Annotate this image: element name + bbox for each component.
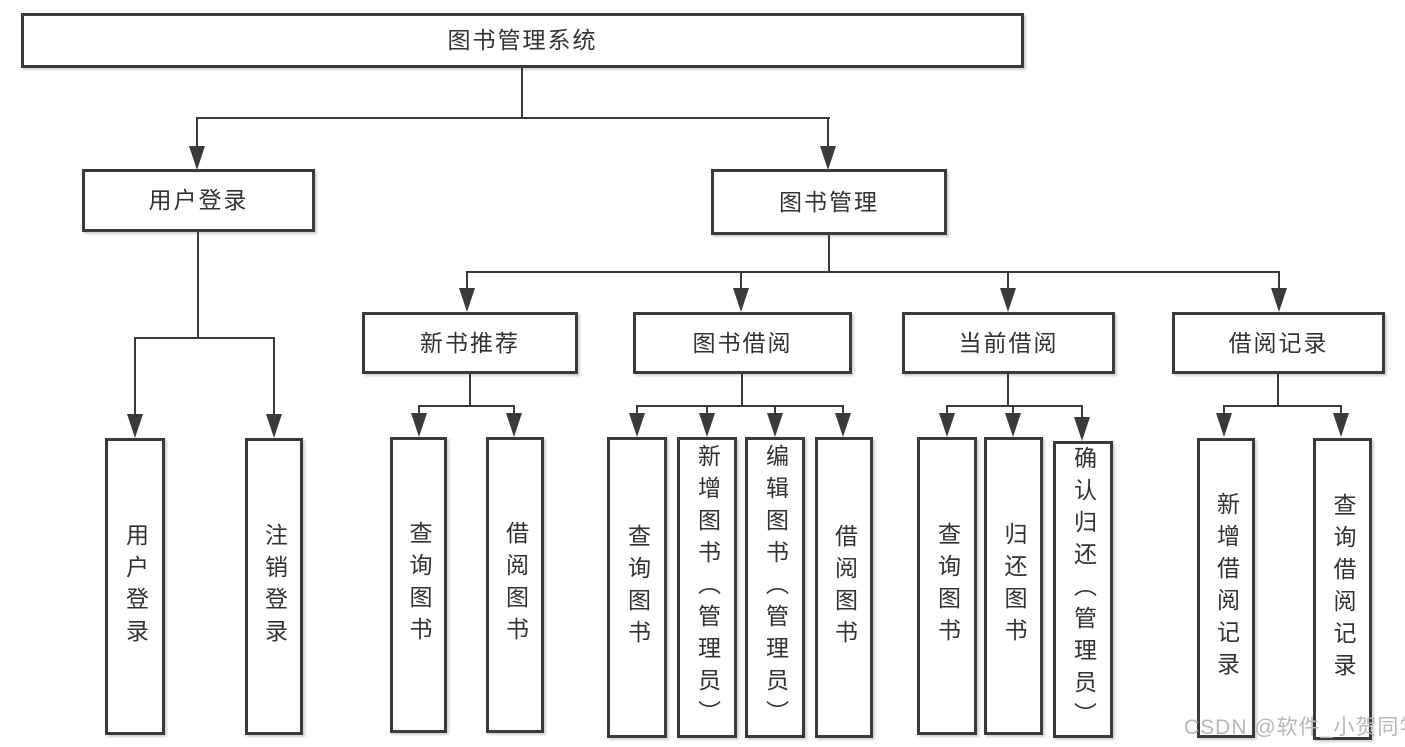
leaf-query-borrow-record: 查询借阅记录 bbox=[1313, 438, 1372, 740]
arrowhead-down bbox=[699, 413, 715, 437]
node-label: 查询图书 bbox=[406, 521, 432, 649]
node-borrow-records: 借阅记录 bbox=[1172, 312, 1385, 374]
arrowhead-down bbox=[189, 146, 205, 170]
connector-line bbox=[134, 337, 136, 416]
arrowhead-down bbox=[1005, 413, 1021, 437]
node-label: 用户登录 bbox=[148, 187, 249, 213]
node-label: 当前借阅 bbox=[958, 329, 1059, 356]
arrowhead-down bbox=[506, 413, 522, 437]
node-current-borrow: 当前借阅 bbox=[902, 312, 1115, 374]
connector-line bbox=[740, 271, 742, 288]
node-label: 借阅图书 bbox=[831, 523, 858, 652]
connector-line bbox=[827, 117, 829, 149]
node-label: 用户登录 bbox=[122, 522, 149, 651]
node-label: 查询借阅记录 bbox=[1330, 493, 1356, 685]
node-new-book-recommend: 新书推荐 bbox=[362, 312, 578, 374]
node-label: 借阅图书 bbox=[502, 521, 529, 649]
node-label: 新增借阅记录 bbox=[1213, 492, 1240, 684]
connector-line bbox=[273, 337, 275, 416]
node-label: 图书管理系统 bbox=[447, 27, 598, 53]
connector-line bbox=[197, 232, 199, 337]
connector-line bbox=[466, 271, 468, 288]
node-label: 图书管理 bbox=[779, 188, 879, 215]
node-label: 查询图书 bbox=[624, 523, 651, 652]
leaf-query-books-borrow: 查询图书 bbox=[607, 437, 667, 738]
connector-line bbox=[134, 337, 275, 339]
connector-line bbox=[418, 405, 420, 415]
arrowhead-down bbox=[459, 288, 475, 312]
leaf-return-books: 归还图书 bbox=[984, 437, 1043, 735]
connector-line bbox=[1081, 405, 1083, 419]
connector-line bbox=[946, 405, 1083, 407]
leaf-edit-books-admin: 编辑图书（管理员） bbox=[745, 437, 805, 738]
node-label: 图书借阅 bbox=[692, 329, 793, 356]
leaf-add-books-admin: 新增图书（管理员） bbox=[677, 437, 737, 738]
connector-line bbox=[1012, 405, 1014, 415]
connector-line bbox=[513, 405, 515, 415]
connector-line bbox=[1007, 271, 1009, 288]
arrowhead-down bbox=[939, 413, 955, 437]
connector-line bbox=[1007, 374, 1009, 405]
node-label: 归还图书 bbox=[1001, 522, 1027, 650]
leaf-add-borrow-record: 新增借阅记录 bbox=[1197, 438, 1255, 738]
connector-line bbox=[1340, 405, 1342, 415]
connector-line bbox=[1223, 405, 1342, 407]
arrowhead-down bbox=[1271, 288, 1287, 312]
connector-line bbox=[636, 405, 844, 407]
connector-line bbox=[636, 405, 638, 415]
connector-line bbox=[521, 68, 523, 117]
node-label: 新书推荐 bbox=[420, 329, 520, 356]
arrowhead-down bbox=[820, 146, 836, 170]
connector-line bbox=[741, 374, 743, 405]
connector-line bbox=[466, 271, 1280, 273]
leaf-query-books-current: 查询图书 bbox=[917, 437, 977, 735]
connector-line bbox=[1223, 405, 1225, 415]
connector-line bbox=[774, 405, 776, 415]
connector-line bbox=[196, 117, 198, 149]
arrowhead-down bbox=[127, 414, 143, 438]
node-label: 查询图书 bbox=[934, 522, 961, 650]
node-book-borrow: 图书借阅 bbox=[633, 312, 852, 374]
arrowhead-down bbox=[1333, 413, 1349, 437]
arrowhead-down bbox=[767, 413, 783, 437]
node-root-system: 图书管理系统 bbox=[21, 13, 1024, 68]
connector-line bbox=[1278, 271, 1280, 288]
node-label: 注销登录 bbox=[261, 522, 288, 651]
arrowhead-down bbox=[266, 414, 282, 438]
arrowhead-down bbox=[835, 413, 851, 437]
arrowhead-down bbox=[629, 413, 645, 437]
node-book-management: 图书管理 bbox=[711, 169, 947, 235]
leaf-user-login: 用户登录 bbox=[105, 438, 165, 735]
connector-line bbox=[196, 117, 830, 119]
node-label: 编辑图书（管理员） bbox=[762, 443, 789, 732]
connector-line bbox=[828, 235, 830, 271]
connector-line bbox=[946, 405, 948, 415]
arrowhead-down bbox=[733, 288, 749, 312]
node-label: 确认归还（管理员） bbox=[1070, 445, 1097, 734]
connector-line bbox=[418, 405, 515, 407]
csdn-watermark: CSDN @软件_小贺同学 bbox=[1184, 716, 1405, 739]
arrowhead-down bbox=[1074, 417, 1090, 441]
node-label: 新增图书（管理员） bbox=[694, 443, 721, 732]
leaf-borrow-books-recommend: 借阅图书 bbox=[486, 437, 544, 733]
connector-line bbox=[706, 405, 708, 415]
connector-line bbox=[469, 374, 471, 405]
connector-line bbox=[1277, 374, 1279, 405]
arrowhead-down bbox=[1216, 413, 1232, 437]
leaf-confirm-return-admin: 确认归还（管理员） bbox=[1053, 441, 1113, 738]
node-label: 借阅记录 bbox=[1228, 329, 1329, 356]
arrowhead-down bbox=[1000, 288, 1016, 312]
leaf-query-books-recommend: 查询图书 bbox=[390, 437, 447, 733]
leaf-logout: 注销登录 bbox=[245, 438, 303, 735]
node-user-login: 用户登录 bbox=[82, 169, 315, 232]
arrowhead-down bbox=[411, 413, 427, 437]
leaf-borrow-books: 借阅图书 bbox=[815, 437, 873, 738]
connector-line bbox=[842, 405, 844, 415]
